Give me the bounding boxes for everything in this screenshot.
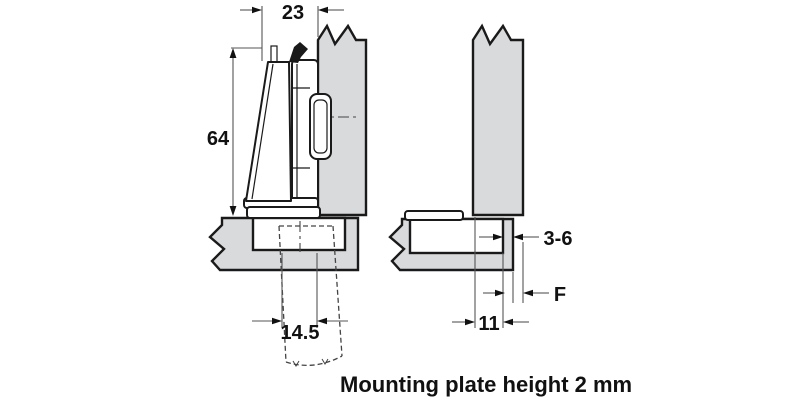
- dim-145-arrow-right: [317, 317, 327, 325]
- dimension-label-11: 11: [478, 313, 499, 335]
- dimension-11: 11: [452, 313, 529, 335]
- mounting-plate-side: [404, 210, 464, 221]
- dim-145-arrow-left: [272, 317, 282, 325]
- front-view: 23 64 14.5: [207, 2, 368, 367]
- mounting-plate-recess-side: [408, 217, 505, 255]
- projection-right-edge: [332, 225, 343, 357]
- adjustment-screw-icon: [270, 45, 278, 63]
- diagram-caption: Mounting plate height 2 mm: [340, 372, 632, 397]
- dimension-label-64: 64: [207, 128, 230, 150]
- dim-23-arrow-left: [252, 6, 262, 14]
- hinge-arm-inner-edge: [251, 63, 274, 200]
- door-panel: [316, 23, 368, 217]
- cup-mortise: [309, 93, 332, 160]
- dimension-label-23: 23: [282, 2, 304, 24]
- dim-f-arrow-left: [495, 289, 505, 297]
- dim-11-arrow-left: [465, 318, 475, 326]
- dimension-label-f: F: [554, 284, 566, 306]
- dimension-3-6: 3-6: [479, 228, 572, 250]
- dim-64-arrow-up: [229, 48, 237, 58]
- dim-36-arrow-left: [493, 233, 503, 241]
- hinge-arm: [245, 61, 292, 202]
- dimension-label-3-6: 3-6: [544, 228, 573, 250]
- side-view: 3-6 F 11: [388, 23, 572, 335]
- projection-bottom-arc: [285, 355, 343, 367]
- cup-mortise-inner: [313, 99, 328, 154]
- mounting-plate: [246, 206, 321, 219]
- dimension-label-14-5: 14.5: [281, 322, 320, 344]
- dim-f-arrow-right: [523, 289, 533, 297]
- projection-chevron-left: [292, 360, 300, 367]
- mounting-plate-recess: [251, 216, 347, 252]
- dim-11-arrow-right: [503, 318, 513, 326]
- dimension-f: F: [483, 284, 566, 306]
- door-panel-side: [471, 23, 525, 217]
- dim-64-arrow-down: [229, 206, 237, 216]
- dimension-64: 64: [207, 47, 262, 216]
- projection-chevron-right: [321, 358, 329, 365]
- dimension-14-5: 14.5: [252, 253, 348, 344]
- dimension-23: 23: [240, 2, 344, 61]
- dim-36-arrow-right: [513, 233, 523, 241]
- cam-lever-icon: [289, 42, 308, 63]
- dim-23-arrow-right: [318, 6, 328, 14]
